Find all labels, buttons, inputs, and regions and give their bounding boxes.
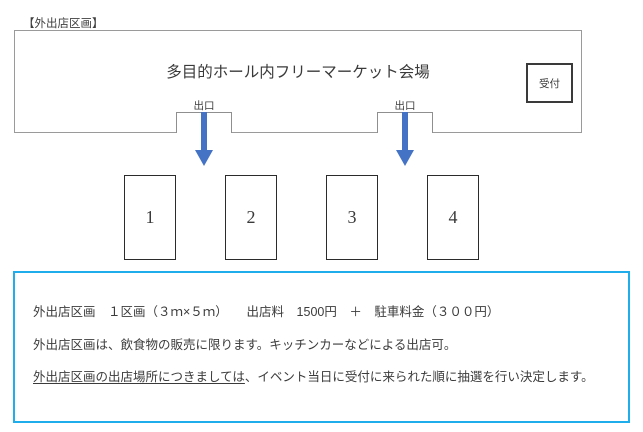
booth-box-4: 4 [427, 175, 479, 260]
reception-box: 受付 [526, 63, 573, 103]
hall-title: 多目的ホール内フリーマーケット会場 [166, 64, 430, 81]
exit-right-label: 出口 [394, 100, 416, 112]
exit-left-label: 出口 [193, 100, 215, 112]
hall-area: 多目的ホール内フリーマーケット会場 [14, 30, 582, 133]
booth-box-3: 3 [326, 175, 378, 260]
flow-arrow-down-right-icon [396, 112, 414, 166]
info-line-lottery: 外出店区画の出店場所につきましては、イベント当日に受付に来られた順に抽選を行い決… [33, 366, 594, 385]
info-line-lottery-rest: 、イベント当日に受付に来られた順に抽選を行い決定します。 [244, 370, 594, 384]
booth-box-2: 2 [225, 175, 277, 260]
info-panel: 外出店区画 １区画（３ｍ×５ｍ） 出店料 1500円 ＋ 駐車料金（３００円） … [13, 271, 630, 423]
flow-arrow-down-left-icon [195, 112, 213, 166]
info-line-lottery-underlined: 外出店区画の出店場所につきましては [33, 370, 245, 384]
booth-box-1: 1 [124, 175, 176, 260]
section-title: 【外出店区画】 [23, 18, 104, 30]
info-line-fee: 外出店区画 １区画（３ｍ×５ｍ） 出店料 1500円 ＋ 駐車料金（３００円） [33, 305, 500, 319]
info-line-restriction: 外出店区画は、飲食物の販売に限ります。キッチンカーなどによる出店可。 [33, 338, 457, 352]
